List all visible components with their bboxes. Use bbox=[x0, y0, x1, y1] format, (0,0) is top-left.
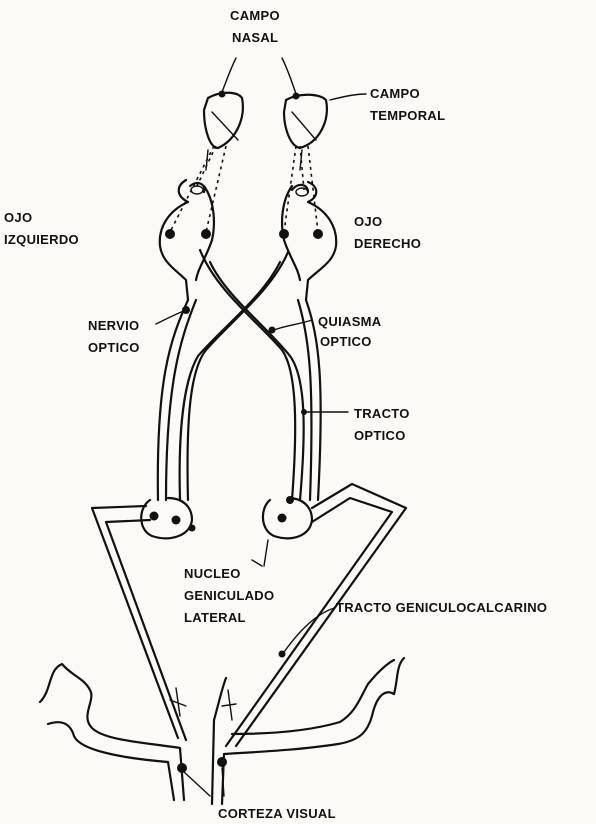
quiasma-optico-label-1: QUIASMA bbox=[318, 314, 382, 329]
nucleo-geniculado-label-1: NUCLEO bbox=[184, 566, 241, 581]
nervio-optico-label-1: NERVIO bbox=[88, 318, 139, 333]
quiasma-leader bbox=[274, 320, 312, 330]
ojo-izquierdo-label-2: IZQUIERDO bbox=[4, 232, 79, 247]
geniculocalcarine-tracts bbox=[92, 484, 406, 746]
tracto-geniculocalcarino-label: TRACTO GENICULOCALCARINO bbox=[336, 600, 547, 615]
left-lgn bbox=[141, 498, 192, 538]
nucleo-geniculado-label-3: LATERAL bbox=[184, 610, 246, 625]
corteza-visual-leader bbox=[184, 768, 224, 796]
right-eye-and-pathway bbox=[269, 182, 337, 334]
campo-temporal-label-1: CAMPO bbox=[370, 86, 420, 101]
visual-rays bbox=[170, 146, 318, 232]
corteza-visual-label: CORTEZA VISUAL bbox=[218, 806, 336, 821]
campo-temporal-leader bbox=[330, 94, 366, 100]
ojo-derecho-label-2: DERECHO bbox=[354, 236, 421, 251]
optic-chiasm-fibers bbox=[158, 250, 321, 500]
campo-nasal-leader-2 bbox=[282, 58, 296, 94]
visual-cortex bbox=[40, 658, 404, 804]
campo-nasal-label-2: NASAL bbox=[232, 30, 278, 45]
campo-nasal-label-1: CAMPO bbox=[230, 8, 280, 23]
ojo-izquierdo-label-1: OJO bbox=[4, 210, 32, 225]
left-eye-and-pathway bbox=[160, 180, 214, 314]
nervio-optico-label-2: OPTICO bbox=[88, 340, 140, 355]
left-visual-field bbox=[204, 91, 243, 149]
tracto-optico-label-2: OPTICO bbox=[354, 428, 406, 443]
right-lgn bbox=[189, 496, 313, 566]
nucleo-leader bbox=[252, 560, 262, 566]
campo-nasal-leader bbox=[222, 58, 236, 92]
ojo-derecho-label-1: OJO bbox=[354, 214, 382, 229]
quiasma-optico-label-2: OPTICO bbox=[320, 334, 372, 349]
nucleo-geniculado-label-2: GENICULADO bbox=[184, 588, 274, 603]
tracto-optico-label-1: TRACTO bbox=[354, 406, 410, 421]
right-visual-field bbox=[284, 93, 327, 149]
campo-temporal-label-2: TEMPORAL bbox=[370, 108, 445, 123]
